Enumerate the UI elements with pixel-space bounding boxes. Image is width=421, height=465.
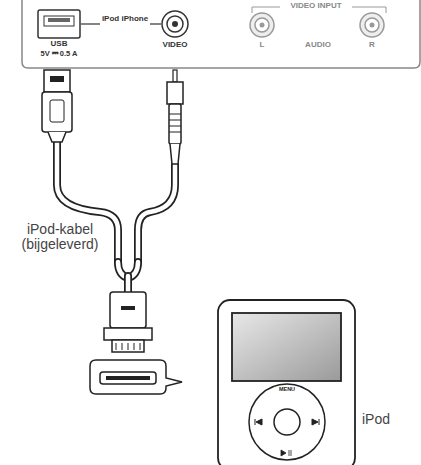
cable-label: iPod-kabel (bijgeleverd) <box>0 222 120 253</box>
jack-label: L <box>252 41 272 50</box>
port-label: iPod iPhone <box>100 15 150 24</box>
jack-label: AUDIO <box>295 41 341 50</box>
jack-label: R <box>362 41 382 50</box>
rear-panel: VIDEO INPUT USB5V ⎓ 0.5 A iPod iPhoneVIDEO… <box>22 0 420 68</box>
port-label: USB <box>36 40 82 49</box>
ipod-player: iPodMENU <box>218 300 355 465</box>
input-group-label: VIDEO INPUT <box>280 2 352 11</box>
button-label: MENU <box>267 386 307 392</box>
device-name: iPod <box>362 412 418 427</box>
jack-label: VIDEO <box>151 41 199 50</box>
power-rating: 5V ⎓ 0.5 A <box>26 50 92 58</box>
